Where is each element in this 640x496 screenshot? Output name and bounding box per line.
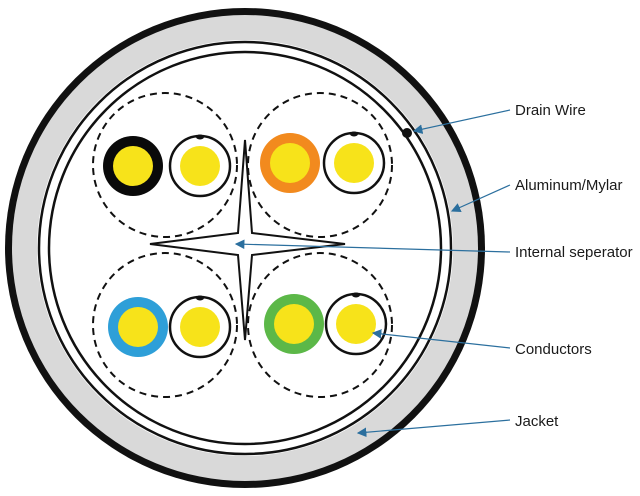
stripe-mark bbox=[196, 134, 204, 140]
conductor-core bbox=[334, 143, 374, 183]
pair-boundary-bottom-right bbox=[247, 252, 393, 398]
stripe-mark bbox=[350, 131, 358, 137]
leader-internal-separator bbox=[234, 239, 511, 253]
conductor-core bbox=[180, 146, 220, 186]
label-jacket: Jacket bbox=[515, 413, 559, 430]
stripe-mark bbox=[352, 292, 360, 298]
conductor-core bbox=[180, 307, 220, 347]
conductor-core bbox=[113, 146, 153, 186]
pair-blue bbox=[108, 295, 232, 359]
conductor-core bbox=[118, 307, 158, 347]
pair-boundary-bottom-left bbox=[92, 252, 238, 398]
conductor-core bbox=[270, 143, 310, 183]
leader-conductors bbox=[371, 329, 511, 349]
stripe-mark bbox=[196, 295, 204, 301]
label-aluminum-mylar: Aluminum/Mylar bbox=[515, 177, 623, 194]
pair-orange bbox=[260, 131, 386, 195]
aluminum-mylar-inner-line bbox=[47, 50, 443, 446]
pair-boundary-top-right bbox=[247, 92, 393, 238]
internal-separator bbox=[149, 139, 346, 341]
label-drain-wire: Drain Wire bbox=[515, 102, 586, 119]
leader-drain-wire bbox=[412, 109, 511, 134]
leader-lines bbox=[234, 109, 511, 438]
pair-black bbox=[103, 134, 232, 198]
aluminum-mylar-outer-line bbox=[37, 40, 453, 456]
leader-aluminum-mylar bbox=[450, 184, 511, 212]
pair-boundaries bbox=[92, 92, 393, 398]
drain-wire bbox=[402, 128, 412, 138]
pair-green bbox=[264, 292, 388, 356]
label-internal-separator: Internal seperator bbox=[515, 244, 633, 261]
label-conductors: Conductors bbox=[515, 341, 592, 358]
leader-jacket bbox=[356, 419, 511, 438]
conductor-core bbox=[274, 304, 314, 344]
pair-boundary-top-left bbox=[92, 92, 238, 238]
conductor-core bbox=[336, 304, 376, 344]
